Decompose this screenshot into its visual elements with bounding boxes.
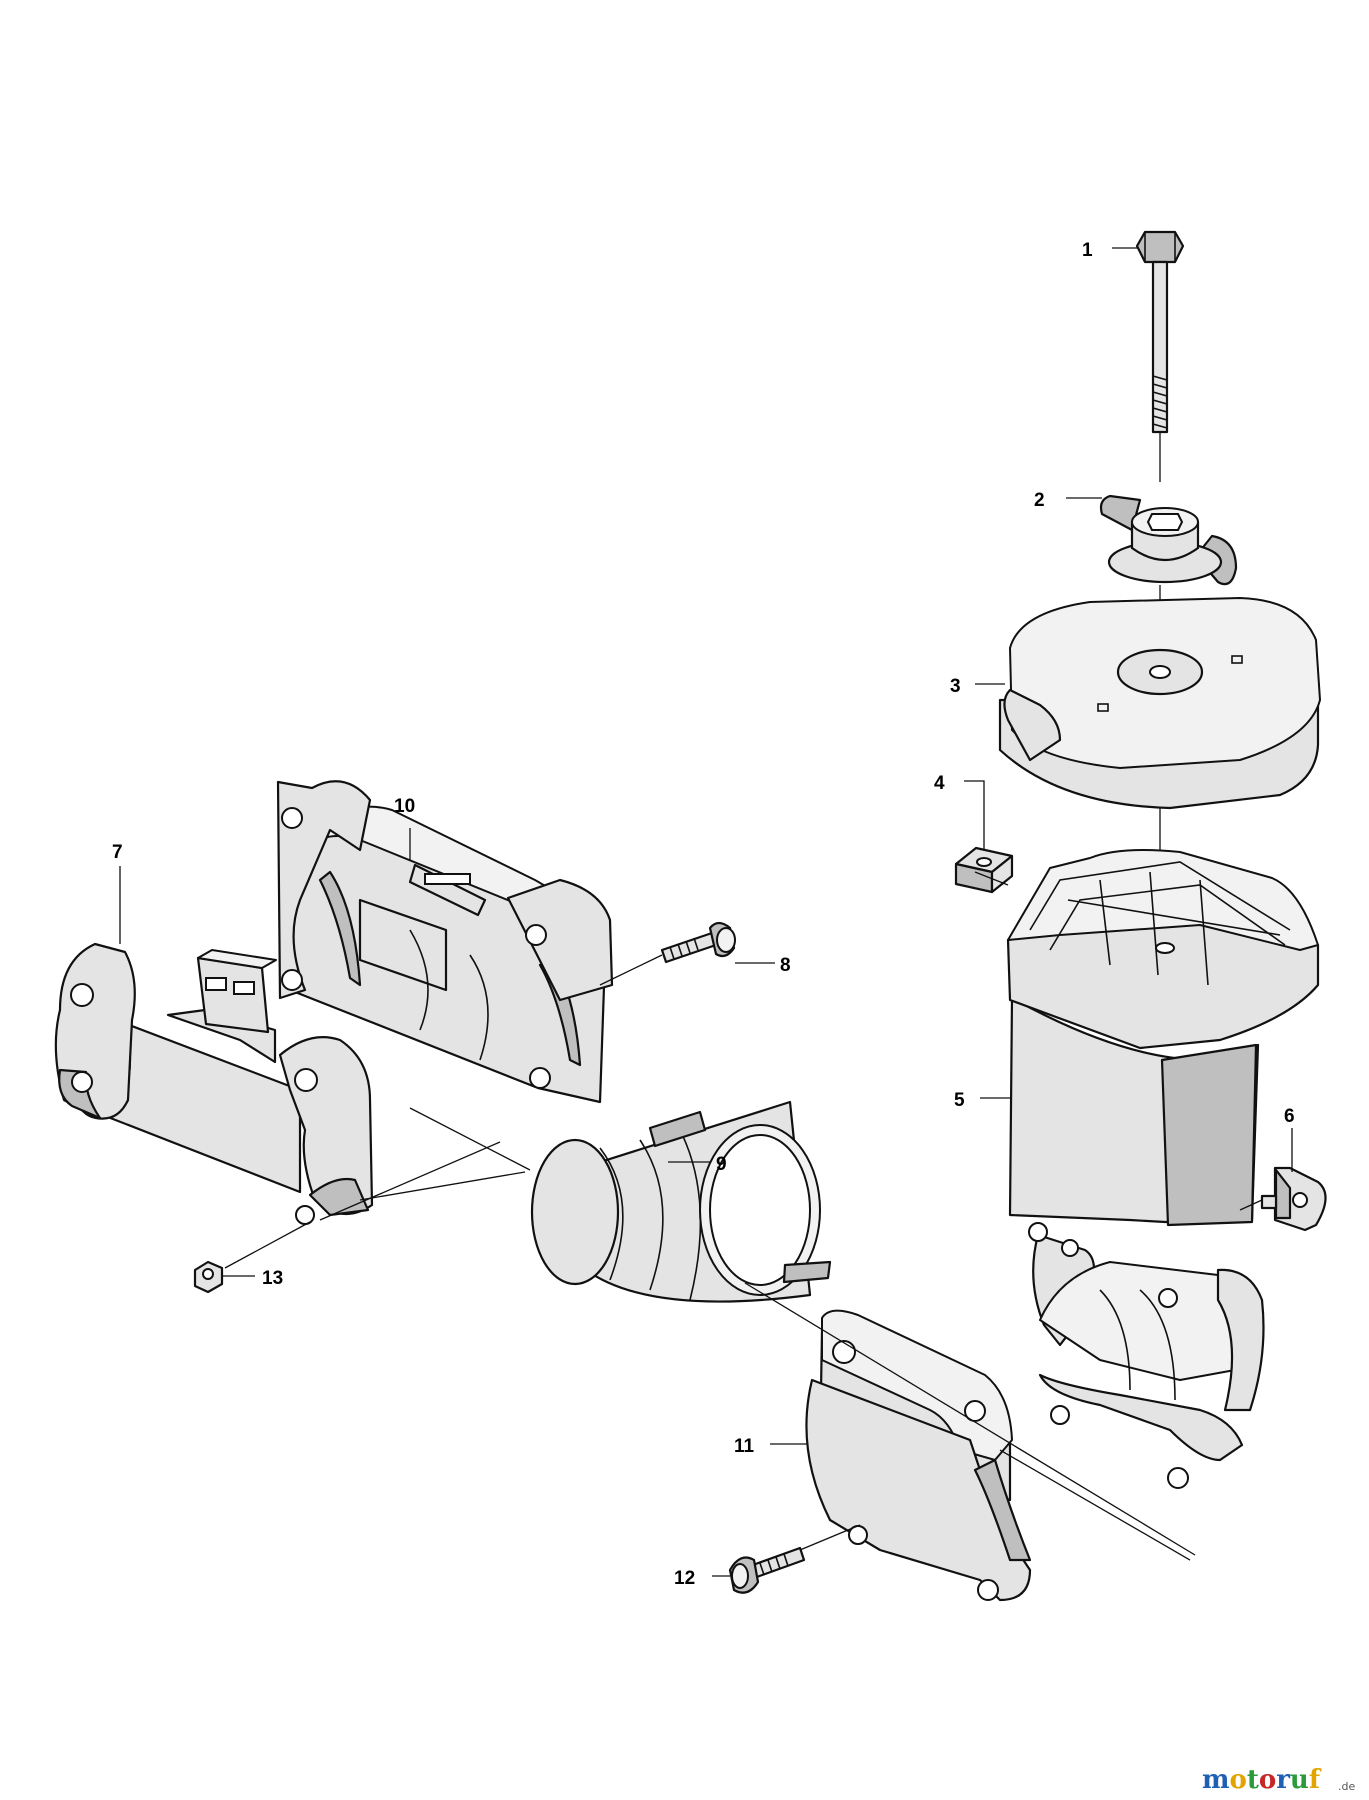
motoruf-watermark: motoruf .de bbox=[1202, 1765, 1355, 1795]
callout-8: 8 bbox=[780, 955, 791, 976]
hex-bolt-part-1 bbox=[1135, 230, 1185, 434]
watermark-letter: m bbox=[1202, 1765, 1230, 1795]
callout-5: 5 bbox=[954, 1090, 965, 1111]
callout-2: 2 bbox=[1034, 490, 1045, 511]
watermark-letter: r bbox=[1276, 1765, 1290, 1795]
cable-clip-part-6 bbox=[1260, 1166, 1327, 1232]
callout-9: 9 bbox=[716, 1154, 727, 1175]
leader-lines bbox=[119, 247, 1293, 1577]
callout-labels: 1 2 3 4 5 6 7 8 9 10 11 12 13 bbox=[112, 240, 1295, 1589]
callout-11: 11 bbox=[734, 1436, 755, 1457]
callout-3: 3 bbox=[950, 676, 961, 697]
callout-1: 1 bbox=[1082, 240, 1093, 261]
sleeve-part-9 bbox=[530, 1100, 832, 1303]
flange-screw-part-12 bbox=[728, 1546, 806, 1594]
clamp-housing-part-7 bbox=[54, 942, 374, 1225]
callout-13: 13 bbox=[262, 1268, 283, 1289]
clamp-half-part-10 bbox=[276, 780, 614, 1104]
svg-text:motoruf: motoruf bbox=[1202, 1765, 1322, 1795]
top-cover-part-3 bbox=[998, 597, 1321, 810]
callout-6: 6 bbox=[1284, 1106, 1295, 1127]
wing-knob-part-2 bbox=[1099, 494, 1238, 586]
watermark-letter: u bbox=[1290, 1765, 1309, 1795]
watermark-suffix: .de bbox=[1338, 1780, 1355, 1793]
watermark-letter: o bbox=[1230, 1765, 1247, 1795]
watermark-letter: t bbox=[1247, 1765, 1259, 1795]
assembly-axes bbox=[224, 871, 1263, 1561]
watermark-letter: o bbox=[1259, 1765, 1276, 1795]
screw-part-8 bbox=[660, 921, 736, 964]
handle-bracket-part-5 bbox=[1006, 849, 1320, 1489]
lower-clamp-part-11 bbox=[805, 1309, 1032, 1602]
callout-10: 10 bbox=[394, 796, 415, 817]
hex-nut-part-13 bbox=[193, 1260, 224, 1294]
callout-12: 12 bbox=[674, 1568, 695, 1589]
callout-7: 7 bbox=[112, 842, 123, 863]
callout-4: 4 bbox=[934, 773, 945, 794]
watermark-letter: f bbox=[1309, 1765, 1322, 1795]
square-nut-part-4 bbox=[954, 846, 1014, 894]
